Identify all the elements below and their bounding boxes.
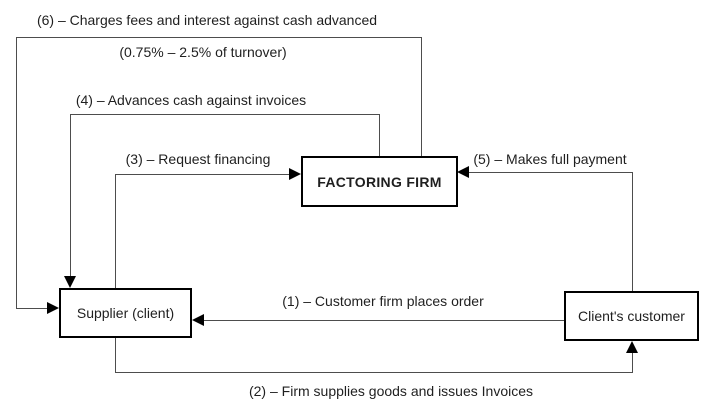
edge-6-segment-bottom [16, 308, 48, 309]
edge-6-segment-top [16, 37, 422, 38]
edge-6-arrowhead-icon [47, 302, 59, 314]
edge-2-segment-up [632, 351, 633, 372]
edge-3-segment-across [115, 174, 291, 175]
edge-5-segment-across [468, 172, 633, 173]
edge-4-arrowhead-icon [64, 276, 76, 288]
edge-4-label: (4) – Advances cash against invoices [75, 92, 307, 108]
edge-1-arrowhead-icon [192, 314, 204, 326]
edge-2-label: (2) – Firm supplies goods and issues Inv… [248, 383, 534, 399]
edge-2-segment-across [115, 372, 633, 373]
edge-3-arrowhead-icon [289, 168, 301, 180]
node-supplier-client: Supplier (client) [59, 288, 192, 338]
edge-6-segment-left [16, 37, 17, 309]
edge-4-segment-down [70, 114, 71, 278]
edge-2-segment-down [115, 338, 116, 372]
edge-5-segment-up [632, 172, 633, 291]
edge-5-label: (5) – Makes full payment [473, 151, 627, 167]
edge-2-arrowhead-icon [626, 341, 638, 353]
edge-6-sublabel: (0.75% – 2.5% of turnover) [119, 44, 287, 60]
edge-3-segment-up [115, 174, 116, 288]
edge-4-segment-top [70, 114, 380, 115]
edge-3-label: (3) – Request financing [125, 151, 271, 167]
edge-1-segment-across [203, 320, 564, 321]
edge-1-label: (1) – Customer firm places order [282, 293, 484, 309]
edge-6-label: (6) – Charges fees and interest against … [36, 12, 378, 28]
edge-4-segment-up [379, 114, 380, 156]
edge-6-segment-up [421, 37, 422, 156]
node-factoring-firm: FACTORING FIRM [301, 156, 458, 207]
node-clients-customer: Client's customer [564, 291, 699, 341]
edge-5-arrowhead-icon [457, 166, 469, 178]
